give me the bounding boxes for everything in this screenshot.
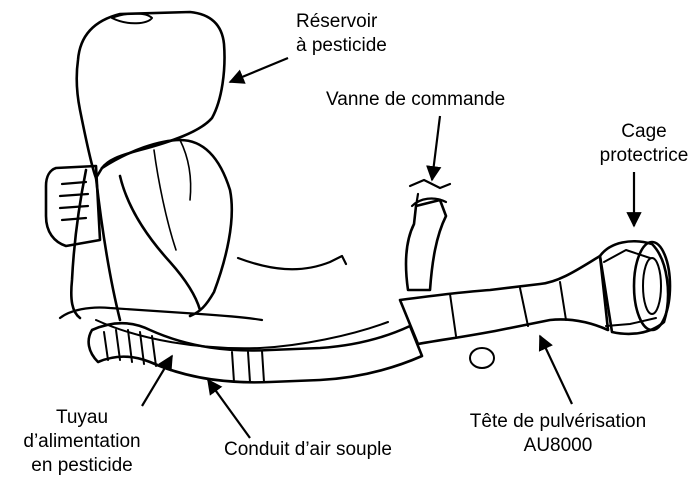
pesticide-tank — [77, 12, 225, 178]
label-vanne-line1: Vanne de commande — [326, 88, 505, 112]
arrow-vanne — [432, 116, 440, 180]
label-conduit-line1: Conduit d’air souple — [224, 438, 392, 462]
label-reservoir-line1: Réservoir — [296, 10, 387, 34]
label-tete: Tête de pulvérisation AU8000 — [422, 410, 694, 458]
label-tete-line2: AU8000 — [422, 434, 694, 458]
flexible-air-duct — [89, 323, 422, 382]
label-tuyau-line1: Tuyau — [4, 406, 160, 430]
label-cage: Cage protectrice — [594, 120, 694, 168]
label-tuyau-line3: en pesticide — [4, 454, 160, 478]
control-valve — [406, 200, 446, 290]
label-cage-line1: Cage — [594, 120, 694, 144]
label-reservoir: Réservoir à pesticide — [296, 10, 387, 58]
label-tuyau-line2: d’alimentation — [4, 430, 160, 454]
protective-cage — [634, 242, 670, 330]
strap — [238, 256, 346, 269]
support-wheel — [470, 348, 494, 368]
arrow-reservoir — [230, 58, 288, 82]
label-cage-line2: protectrice — [594, 144, 694, 168]
label-conduit: Conduit d’air souple — [224, 438, 392, 462]
arrow-tete — [540, 336, 572, 404]
arrow-tuyau — [142, 356, 172, 406]
base-frame — [60, 307, 262, 320]
label-vanne: Vanne de commande — [326, 88, 505, 112]
label-reservoir-line2: à pesticide — [296, 34, 387, 58]
arrow-conduit — [208, 380, 250, 438]
label-tete-line1: Tête de pulvérisation — [422, 410, 694, 434]
label-tuyau: Tuyau d’alimentation en pesticide — [4, 406, 160, 478]
